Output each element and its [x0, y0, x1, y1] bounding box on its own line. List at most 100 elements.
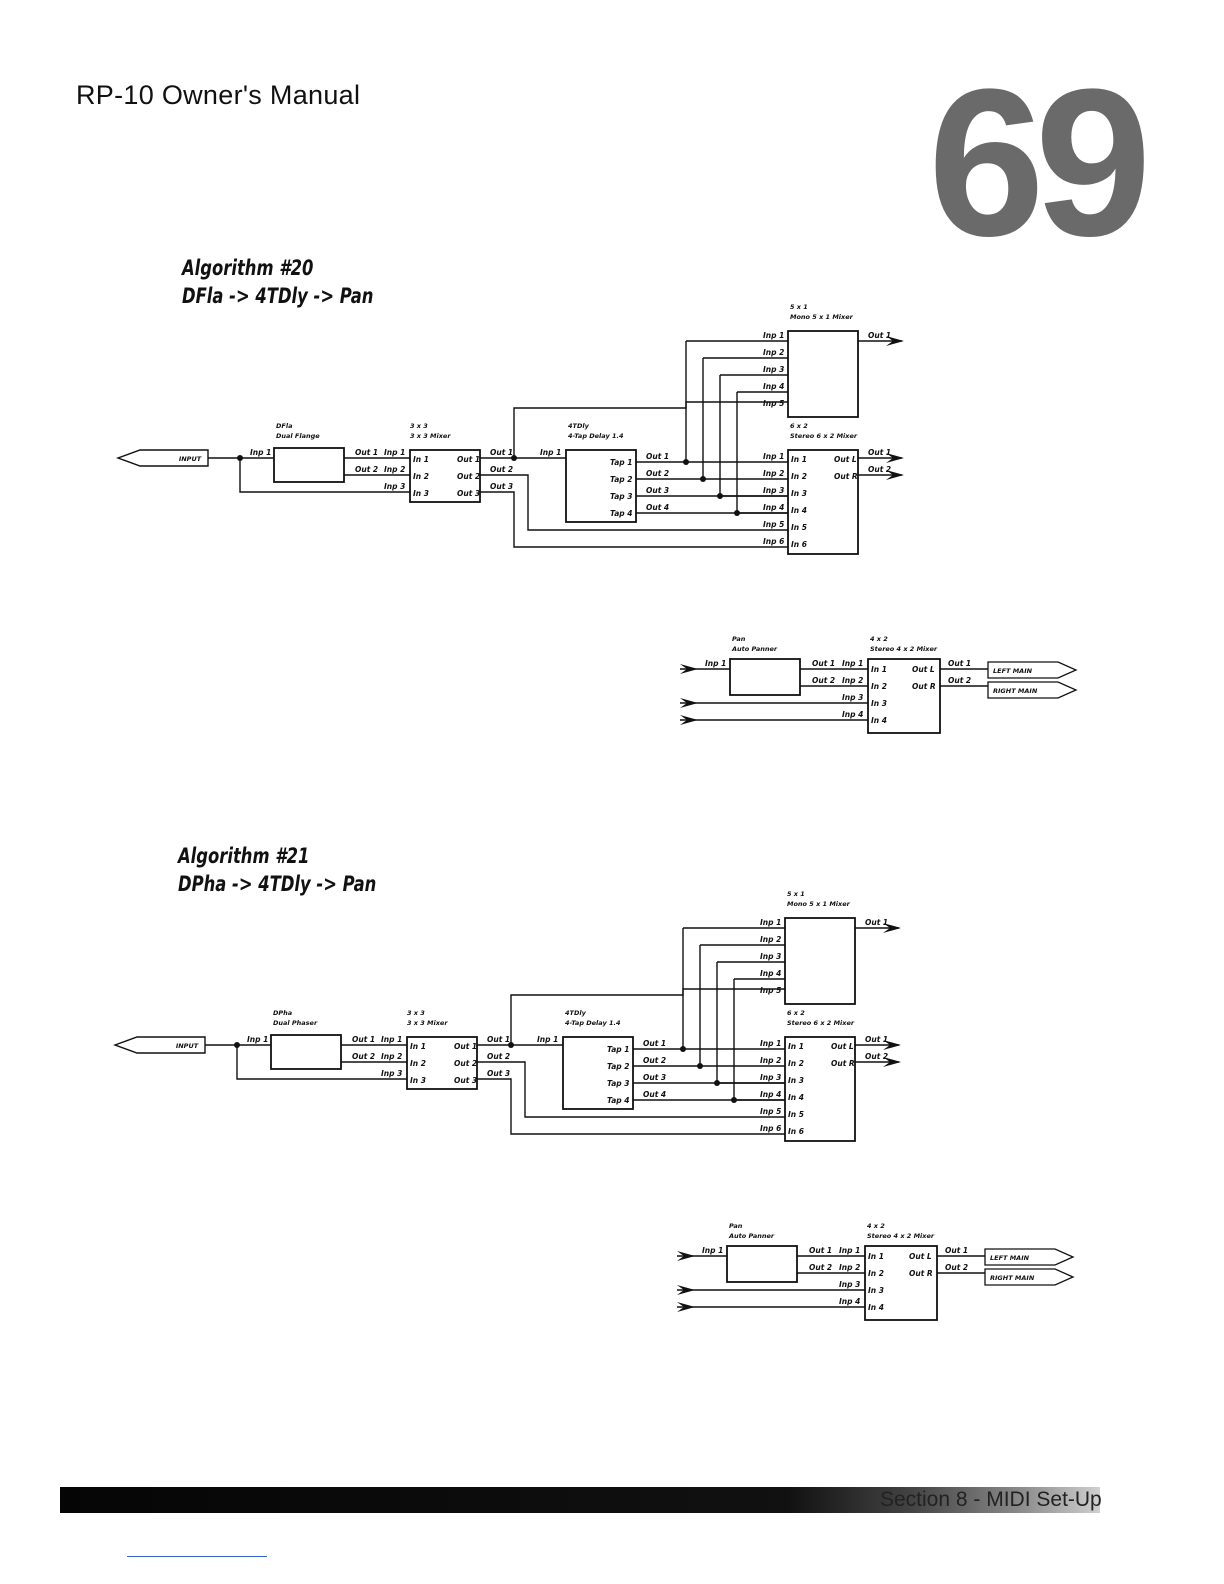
port-label: Inp 4 [760, 969, 781, 978]
mixer-description: 3 x 3 Mixer [410, 432, 451, 440]
mixer-4x2 [867, 658, 941, 734]
effect-block [270, 1034, 342, 1070]
port-label: Tap 3 [610, 492, 633, 501]
port-label: Out 2 [487, 1052, 510, 1061]
port-label: Inp 1 [839, 1246, 860, 1255]
port-label: Out 2 [490, 465, 513, 474]
mixer-name: 6 x 2 [787, 1009, 805, 1017]
algorithm-title: Algorithm #21 [178, 844, 310, 868]
port-label: Out 1 [352, 1035, 375, 1044]
port-label: Out 1 [868, 331, 891, 340]
port-label: Inp 1 [247, 1035, 268, 1044]
port-label: Out L [831, 1042, 854, 1051]
mixer-name: 3 x 3 [407, 1009, 425, 1017]
arrow-head [677, 1285, 695, 1295]
port-label: Tap 1 [607, 1045, 630, 1054]
port-label: Out L [909, 1252, 932, 1261]
port-label: Inp 4 [760, 1090, 781, 1099]
port-label: Inp 1 [537, 1035, 558, 1044]
port-label: Out 2 [643, 1056, 666, 1065]
port-label: In 1 [791, 455, 807, 464]
delay-block [565, 449, 637, 523]
port-label: Out 3 [646, 486, 669, 495]
port-label: In 5 [791, 523, 807, 532]
mixer-name: 4 x 2 [870, 635, 888, 643]
mixer-3x3 [409, 449, 481, 503]
effect-description: Dual Phaser [273, 1019, 318, 1027]
port-label: Out 3 [643, 1073, 666, 1082]
delay-name: 4TDly [565, 1009, 587, 1017]
arrow-head [886, 453, 904, 463]
port-label: Inp 2 [842, 676, 863, 685]
port-label: Inp 3 [842, 693, 863, 702]
port-label: Inp 5 [763, 520, 784, 529]
mixer-3x3 [406, 1036, 478, 1090]
port-label: Inp 1 [381, 1035, 402, 1044]
port-label: In 4 [868, 1303, 884, 1312]
mixer-name: 5 x 1 [787, 890, 805, 898]
port-label: Inp 1 [702, 1246, 723, 1255]
effect-block [273, 447, 345, 483]
port-label: Out 2 [812, 676, 835, 685]
mixer-5x1 [787, 330, 859, 418]
port-label: In 6 [791, 540, 807, 549]
port-label: Out R [912, 682, 936, 691]
port-label: Out L [834, 455, 857, 464]
arrow-head [680, 715, 698, 725]
mixer-name: 6 x 2 [790, 422, 808, 430]
port-label: Inp 1 [760, 918, 781, 927]
port-label: Out 1 [643, 1039, 666, 1048]
port-label: Inp 3 [760, 1073, 781, 1082]
mixer-description: Stereo 4 x 2 Mixer [867, 1232, 935, 1240]
port-label: In 2 [791, 472, 807, 481]
delay-description: 4-Tap Delay 1.4 [565, 1019, 621, 1027]
port-label: Inp 6 [763, 537, 784, 546]
port-label: Out 2 [355, 465, 378, 474]
mixer-name: 4 x 2 [867, 1222, 885, 1230]
port-label: Tap 4 [610, 509, 633, 518]
port-label: Out 1 [812, 659, 835, 668]
port-label: Out 2 [457, 472, 480, 481]
port-label: Inp 3 [384, 482, 405, 491]
port-label: Inp 1 [250, 448, 271, 457]
port-label: Out 1 [646, 452, 669, 461]
port-label: Out 3 [457, 489, 480, 498]
port-label: In 6 [788, 1127, 804, 1136]
port-label: Inp 3 [839, 1280, 860, 1289]
port-label: Inp 2 [384, 465, 405, 474]
effect-description: Dual Flange [276, 432, 320, 440]
output-tag [987, 661, 1078, 679]
port-label: In 2 [788, 1059, 804, 1068]
output-right-label: RIGHT MAIN [993, 687, 1038, 695]
arrow-head [677, 1251, 695, 1261]
input-label: INPUT [176, 1042, 199, 1050]
effect-name: DFla [276, 422, 292, 430]
port-label: Inp 6 [760, 1124, 781, 1133]
port-label: Out 2 [868, 465, 891, 474]
port-label: Inp 1 [760, 1039, 781, 1048]
port-label: Inp 4 [839, 1297, 860, 1306]
port-label: Inp 5 [763, 399, 784, 408]
port-label: Tap 3 [607, 1079, 630, 1088]
port-label: Inp 2 [381, 1052, 402, 1061]
wire [239, 458, 410, 493]
port-label: Inp 3 [760, 952, 781, 961]
port-label: Out 2 [809, 1263, 832, 1272]
panner-description: Auto Panner [728, 1232, 775, 1240]
port-label: Out 1 [948, 659, 971, 668]
output-tag [984, 1248, 1075, 1266]
port-label: Out 1 [868, 448, 891, 457]
footer-bar [60, 1487, 1100, 1513]
mixer-description: 3 x 3 Mixer [407, 1019, 448, 1027]
port-label: In 2 [868, 1269, 884, 1278]
arrow-head [680, 698, 698, 708]
delay-name: 4TDly [568, 422, 590, 430]
footer-section: Section 8 - MIDI Set-Up [880, 1488, 1102, 1511]
port-label: In 3 [871, 699, 887, 708]
port-label: In 3 [410, 1076, 426, 1085]
footer-rule [127, 1556, 267, 1557]
mixer-description: Mono 5 x 1 Mixer [787, 900, 851, 908]
port-label: Inp 2 [763, 469, 784, 478]
arrow-head [886, 470, 904, 480]
port-label: Out 1 [487, 1035, 510, 1044]
